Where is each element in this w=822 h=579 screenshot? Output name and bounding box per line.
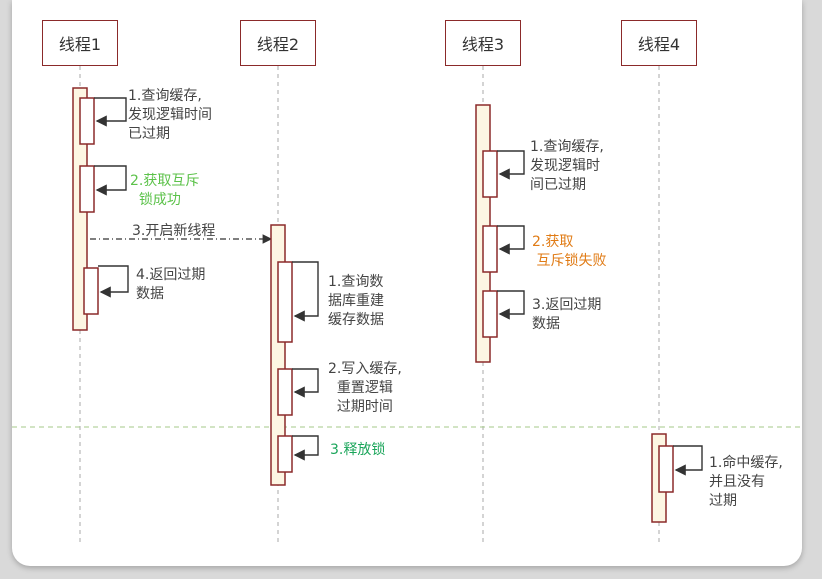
note-t1-step3: 3.开启新线程	[132, 223, 216, 239]
note-t2-step2: 2.写入缓存, 重置逻辑 过期时间	[328, 361, 402, 415]
note-t3-step2: 2.获取 互斥锁失败	[532, 234, 607, 269]
sequence-diagram-card: 线程1 线程2 线程3 线程4 1.查询缓存, 发现逻辑时间 已过期 2.获取互…	[12, 0, 802, 566]
activation-thread1-step1	[79, 97, 95, 145]
activation-thread3-step1	[482, 150, 498, 198]
note-t1-step4: 4.返回过期 数据	[136, 267, 206, 302]
thread3-header: 线程3	[445, 20, 521, 66]
thread1-header: 线程1	[42, 20, 118, 66]
activation-thread1-step2	[79, 165, 95, 213]
note-t2-step1: 1.查询数 据库重建 缓存数据	[328, 274, 384, 328]
activation-thread4-step1	[658, 445, 674, 493]
activation-thread3-step2	[482, 225, 498, 273]
self-arrow-t1-1	[94, 97, 127, 127]
self-arrow-t1-4	[98, 265, 129, 298]
activation-thread2-step2	[277, 368, 293, 416]
self-arrow-t1-2	[94, 165, 127, 196]
activation-thread3-step3	[482, 290, 498, 338]
note-t1-step1: 1.查询缓存, 发现逻辑时间 已过期	[128, 88, 212, 142]
self-arrow-t2-2	[292, 368, 319, 398]
self-arrow-t3-3	[497, 290, 525, 320]
self-arrow-t3-2	[497, 225, 525, 255]
activation-thread2-step3	[277, 435, 293, 473]
thread2-header: 线程2	[240, 20, 316, 66]
note-t3-step3: 3.返回过期 数据	[532, 297, 602, 332]
note-t3-step1: 1.查询缓存, 发现逻辑时 间已过期	[530, 139, 604, 193]
thread4-header: 线程4	[621, 20, 697, 66]
note-t1-step2: 2.获取互斥 锁成功	[130, 173, 200, 208]
diagram-canvas	[12, 66, 802, 545]
note-t4-step1: 1.命中缓存, 并且没有 过期	[709, 455, 783, 509]
activation-thread2-step1	[277, 261, 293, 343]
self-arrow-t4-1	[673, 445, 703, 476]
self-arrow-t2-3	[292, 435, 319, 461]
note-t2-step3: 3.释放锁	[330, 442, 386, 458]
self-arrow-t2-1	[292, 261, 319, 322]
self-arrow-t3-1	[497, 150, 525, 180]
activation-thread1-step4	[83, 267, 99, 315]
